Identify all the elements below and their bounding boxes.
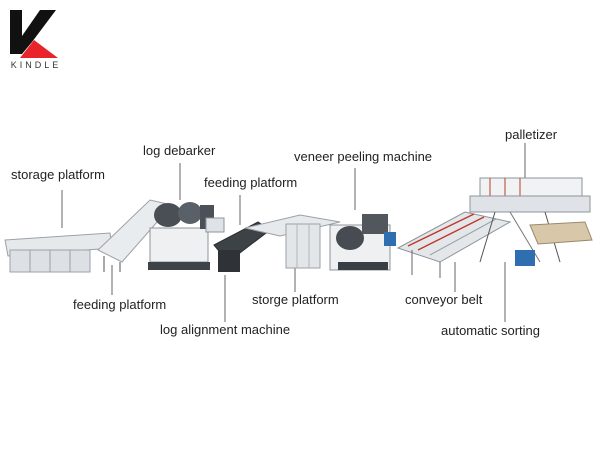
label-storage-platform: storage platform <box>11 167 105 182</box>
kindle-logo <box>10 10 58 58</box>
label-feeding-platform-top: feeding platform <box>204 175 298 190</box>
label-automatic-sorting: automatic sorting <box>441 323 540 338</box>
label-log-alignment-machine: log alignment machine <box>160 322 291 337</box>
storage-platform-machine <box>4 232 113 273</box>
palletizer-machine <box>469 177 593 266</box>
logo-k-black <box>10 10 56 54</box>
label-veneer-peeling-machine: veneer peeling machine <box>294 149 433 164</box>
logo-k-red <box>20 40 58 58</box>
log-debarker-machine <box>148 202 214 270</box>
storge-platform-machine <box>244 214 341 269</box>
label-log-debarker: log debarker <box>143 143 216 158</box>
label-storge-platform: storge platform <box>252 292 339 307</box>
label-conveyor-belt: conveyor belt <box>405 292 483 307</box>
veneer-peeling-machine <box>329 214 396 271</box>
conveyor-belt-machine <box>396 211 512 278</box>
label-palletizer: palletizer <box>505 127 558 142</box>
log-alignment-machine <box>205 217 271 272</box>
label-feeding-platform-bottom: feeding platform <box>73 297 167 312</box>
logo-wordmark: KINDLE <box>10 60 62 70</box>
